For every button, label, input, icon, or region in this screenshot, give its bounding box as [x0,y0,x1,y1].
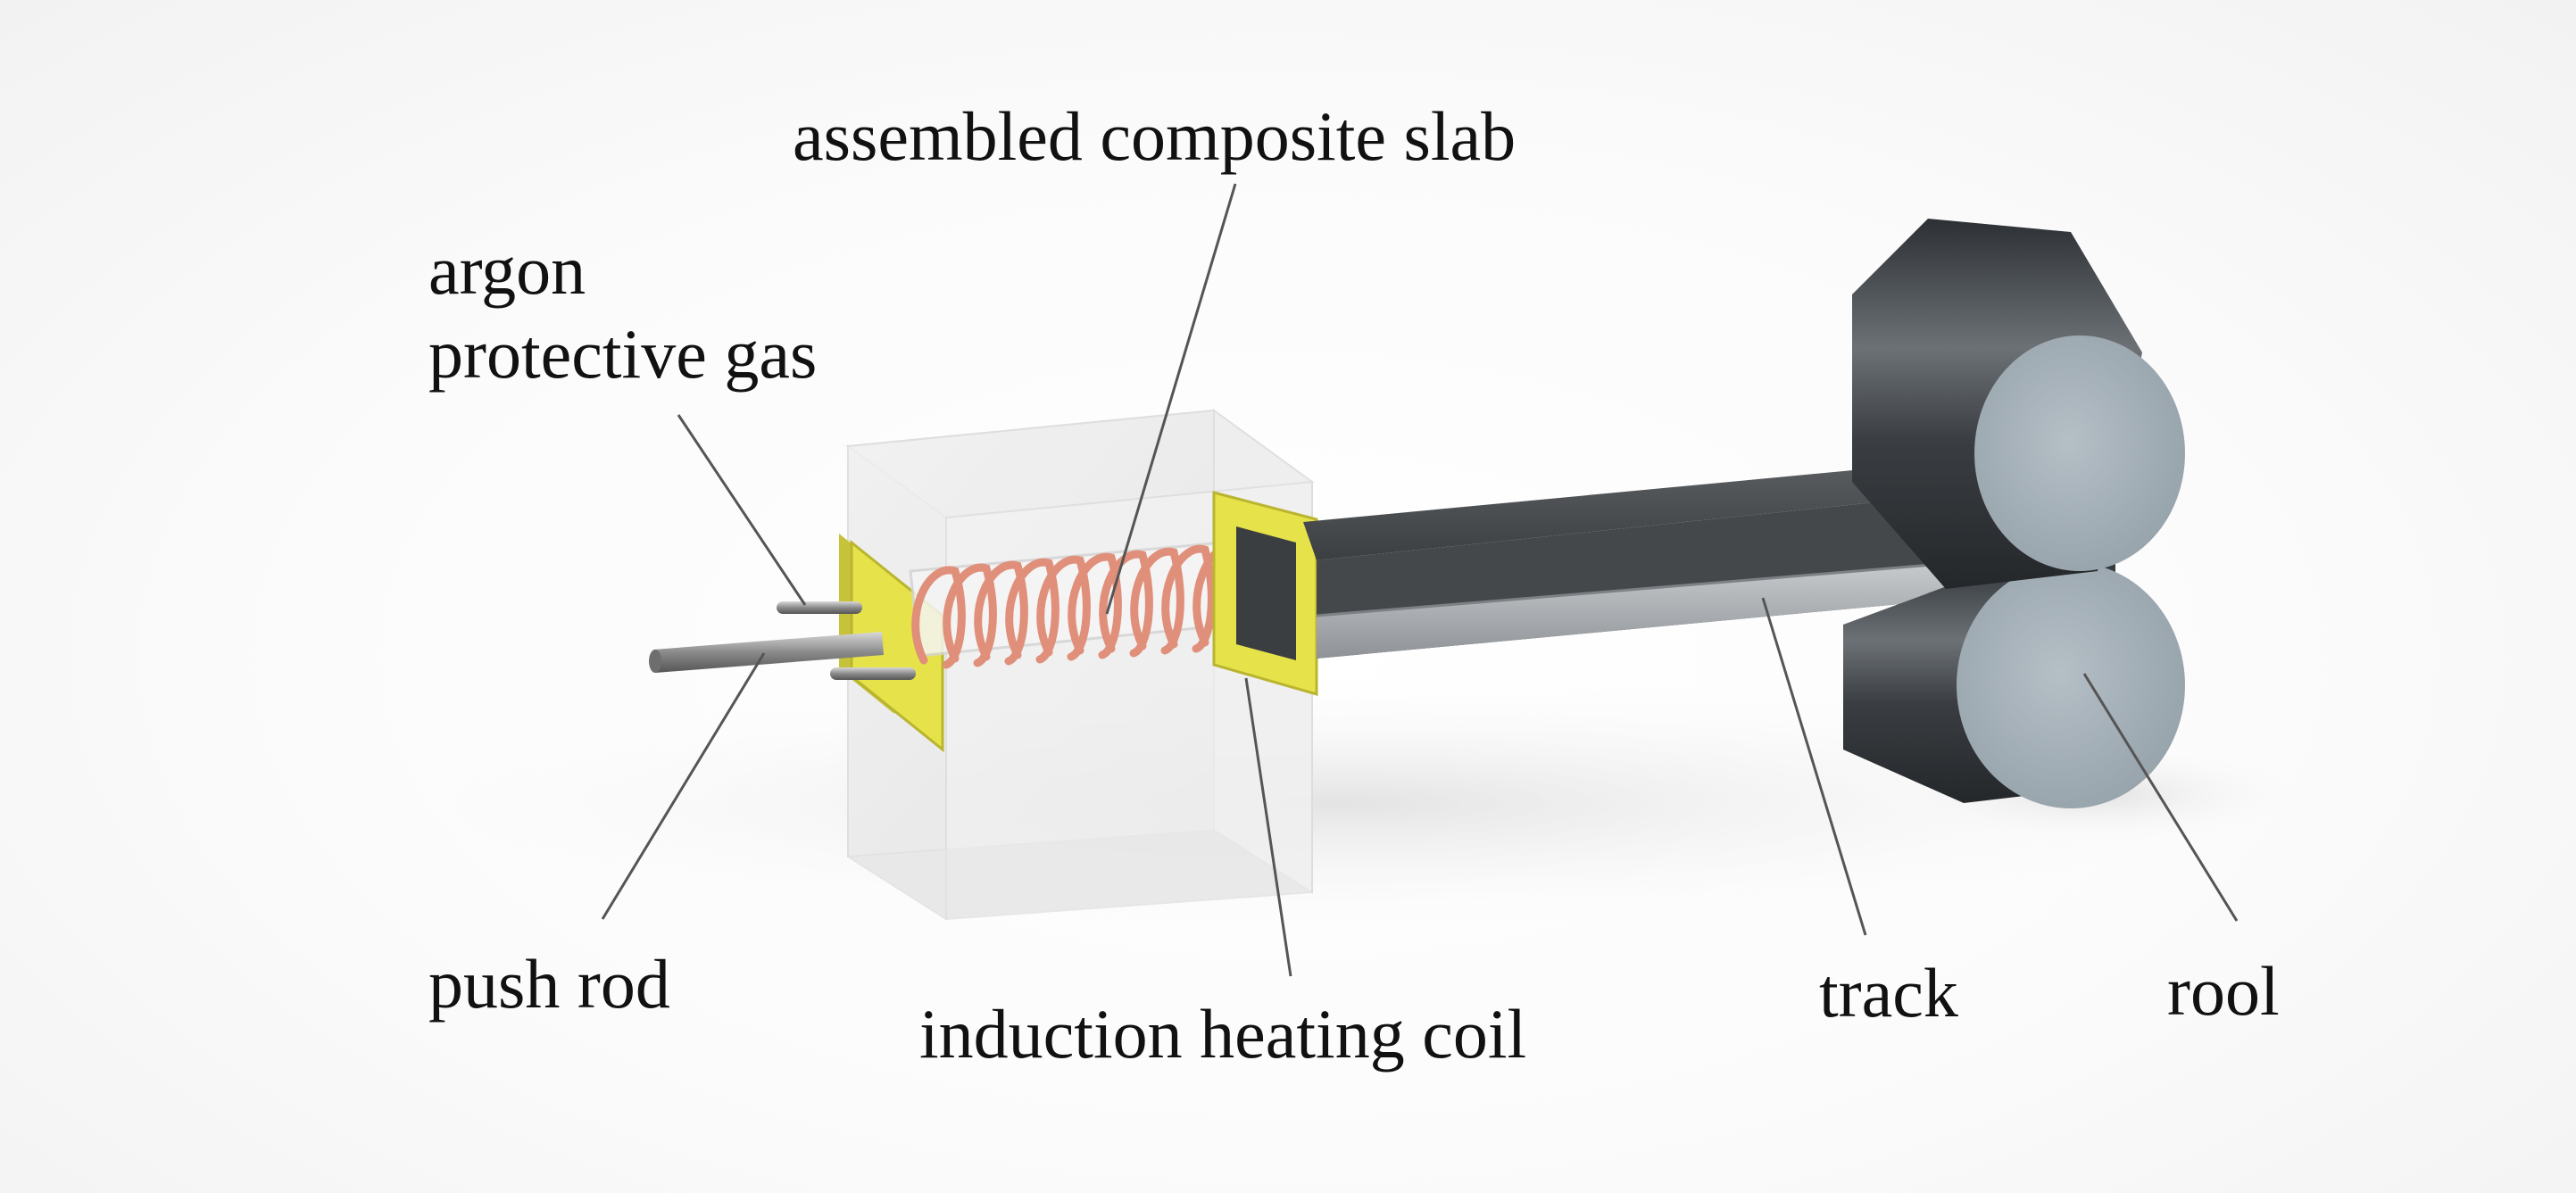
leader-track [1761,597,1867,936]
track [1303,464,1987,659]
label-argon: argon [428,231,586,309]
label-induction-heating-coil: induction heating coil [919,995,1527,1073]
leader-push-rod [601,652,766,920]
leader-argon-gas [677,414,807,606]
push-rod [649,632,884,673]
label-rool: rool [2167,952,2280,1030]
upper-roll [1852,219,2185,589]
label-push-rod: push rod [428,945,670,1023]
argon-gas-pipes [777,601,916,680]
leader-lines [601,183,2239,977]
leader-assembled-slab [1105,183,1237,615]
label-track: track [1819,954,1958,1031]
label-assembled-composite-slab: assembled composite slab [793,97,1517,175]
label-protective-gas: protective gas [428,315,818,393]
induction-coil [911,542,1247,669]
leader-rool [2082,673,2239,922]
leader-induction-coil [1244,677,1292,977]
right-end-frame [1212,491,1318,696]
